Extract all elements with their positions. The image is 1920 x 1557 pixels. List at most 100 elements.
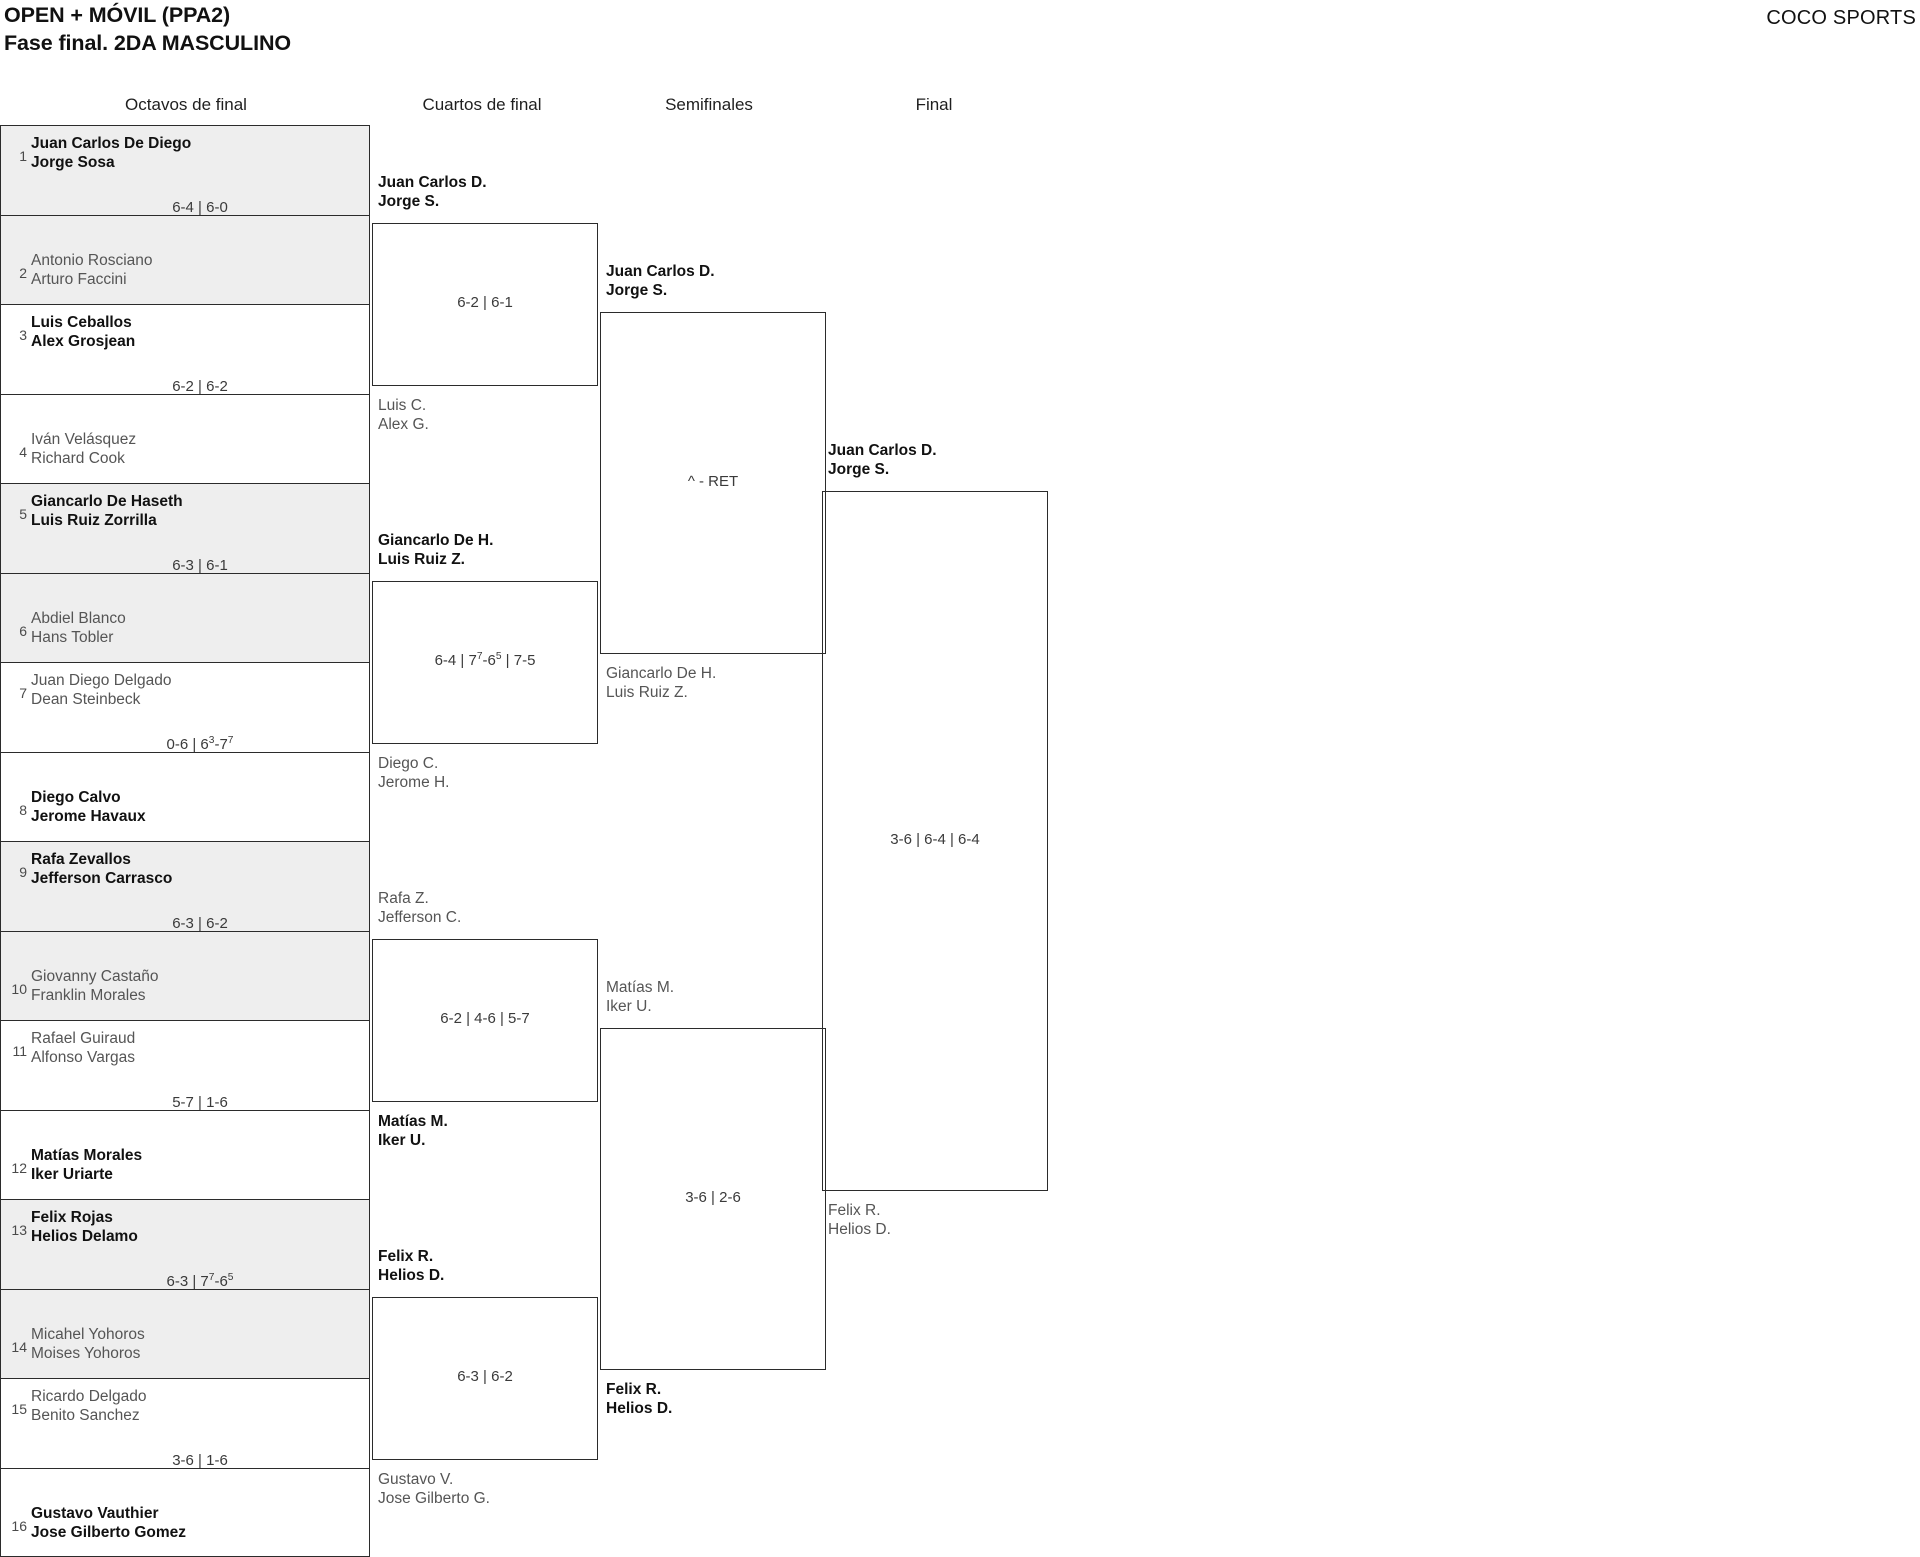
player-2: Alfonso Vargas	[31, 1048, 135, 1067]
match-score: 6-4 | 6-0	[30, 199, 370, 216]
player-1: Rafa Z.	[378, 889, 461, 908]
seed-number: 16	[5, 1518, 27, 1534]
player-1: Gustavo V.	[378, 1470, 490, 1489]
player-2: Dean Steinbeck	[31, 690, 171, 709]
player-2: Hans Tobler	[31, 628, 126, 647]
player-2: Jefferson Carrasco	[31, 869, 172, 888]
match-score: 5-7 | 1-6	[30, 1094, 370, 1111]
player-1: Iván Velásquez	[31, 430, 136, 449]
player-2: Jose Gilberto Gomez	[31, 1523, 186, 1542]
match-score: 6-3 | 6-1	[30, 557, 370, 574]
seed-number: 12	[5, 1160, 27, 1176]
player-2: Jorge S.	[378, 192, 487, 211]
advancing-team: Gustavo V.Jose Gilberto G.	[378, 1470, 490, 1508]
advancing-team: Matías M.Iker U.	[606, 978, 674, 1016]
match-score: 3-6 | 1-6	[30, 1452, 370, 1469]
seed-number: 15	[5, 1401, 27, 1417]
player-1: Felix R.	[828, 1201, 891, 1220]
player-1: Felix R.	[378, 1247, 444, 1266]
seed-number: 7	[5, 685, 27, 701]
player-2: Moises Yohoros	[31, 1344, 145, 1363]
player-1: Juan Diego Delgado	[31, 671, 171, 690]
match-score: 6-3 | 77-65	[30, 1273, 370, 1290]
player-2: Jefferson C.	[378, 908, 461, 927]
match-score: 0-6 | 63-77	[30, 736, 370, 753]
player-1: Juan Carlos De Diego	[31, 134, 191, 153]
player-2: Alex G.	[378, 415, 429, 434]
round-header-4: Final	[784, 95, 1084, 115]
player-2: Benito Sanchez	[31, 1406, 146, 1425]
player-2: Franklin Morales	[31, 986, 159, 1005]
advancing-team: Giancarlo De H.Luis Ruiz Z.	[606, 664, 716, 702]
seed-number: 9	[5, 864, 27, 880]
player-2: Helios D.	[606, 1399, 672, 1418]
seed-number: 13	[5, 1222, 27, 1238]
seed-number: 10	[5, 981, 27, 997]
advancing-team: Matías M.Iker U.	[378, 1112, 448, 1150]
match-score: 3-6 | 2-6	[600, 1189, 826, 1206]
finalist-team: Juan Carlos D.Jorge S.	[828, 441, 937, 479]
player-2: Jose Gilberto G.	[378, 1489, 490, 1508]
player-2: Jorge S.	[606, 281, 715, 300]
player-2: Iker Uriarte	[31, 1165, 142, 1184]
player-1: Felix Rojas	[31, 1208, 138, 1227]
seed-number: 1	[5, 148, 27, 164]
player-2: Jerome H.	[378, 773, 450, 792]
player-2: Richard Cook	[31, 449, 136, 468]
player-1: Micahel Yohoros	[31, 1325, 145, 1344]
player-1: Luis C.	[378, 396, 429, 415]
advancing-team: Felix R.Helios D.	[378, 1247, 444, 1285]
player-2: Luis Ruiz Zorrilla	[31, 511, 183, 530]
player-2: Helios D.	[828, 1220, 891, 1239]
player-2: Helios D.	[378, 1266, 444, 1285]
player-1: Diego C.	[378, 754, 450, 773]
seed-number: 11	[5, 1043, 27, 1059]
player-1: Ricardo Delgado	[31, 1387, 146, 1406]
player-1: Giancarlo De H.	[606, 664, 716, 683]
player-1: Gustavo Vauthier	[31, 1504, 186, 1523]
advancing-team: Giancarlo De H.Luis Ruiz Z.	[378, 531, 493, 569]
match-score: ^ - RET	[600, 473, 826, 490]
player-2: Jorge S.	[828, 460, 937, 479]
player-2: Luis Ruiz Z.	[378, 550, 493, 569]
player-1: Diego Calvo	[31, 788, 146, 807]
player-1: Felix R.	[606, 1380, 672, 1399]
player-1: Matías M.	[606, 978, 674, 997]
advancing-team: Diego C.Jerome H.	[378, 754, 450, 792]
seed-number: 5	[5, 506, 27, 522]
player-2: Alex Grosjean	[31, 332, 135, 351]
player-1: Matías Morales	[31, 1146, 142, 1165]
player-1: Matías M.	[378, 1112, 448, 1131]
player-1: Giovanny Castaño	[31, 967, 159, 986]
player-1: Juan Carlos D.	[828, 441, 937, 460]
match-score: 6-3 | 6-2	[372, 1368, 598, 1385]
player-2: Iker U.	[606, 997, 674, 1016]
seed-number: 14	[5, 1339, 27, 1355]
match-score: 3-6 | 6-4 | 6-4	[822, 831, 1048, 848]
finalist-team: Felix R.Helios D.	[828, 1201, 891, 1239]
seed-number: 3	[5, 327, 27, 343]
seed-number: 6	[5, 623, 27, 639]
match-score: 6-3 | 6-2	[30, 915, 370, 932]
player-2: Iker U.	[378, 1131, 448, 1150]
player-2: Helios Delamo	[31, 1227, 138, 1246]
advancing-team: Luis C.Alex G.	[378, 396, 429, 434]
advancing-team: Juan Carlos D.Jorge S.	[378, 173, 487, 211]
player-1: Giancarlo De Haseth	[31, 492, 183, 511]
